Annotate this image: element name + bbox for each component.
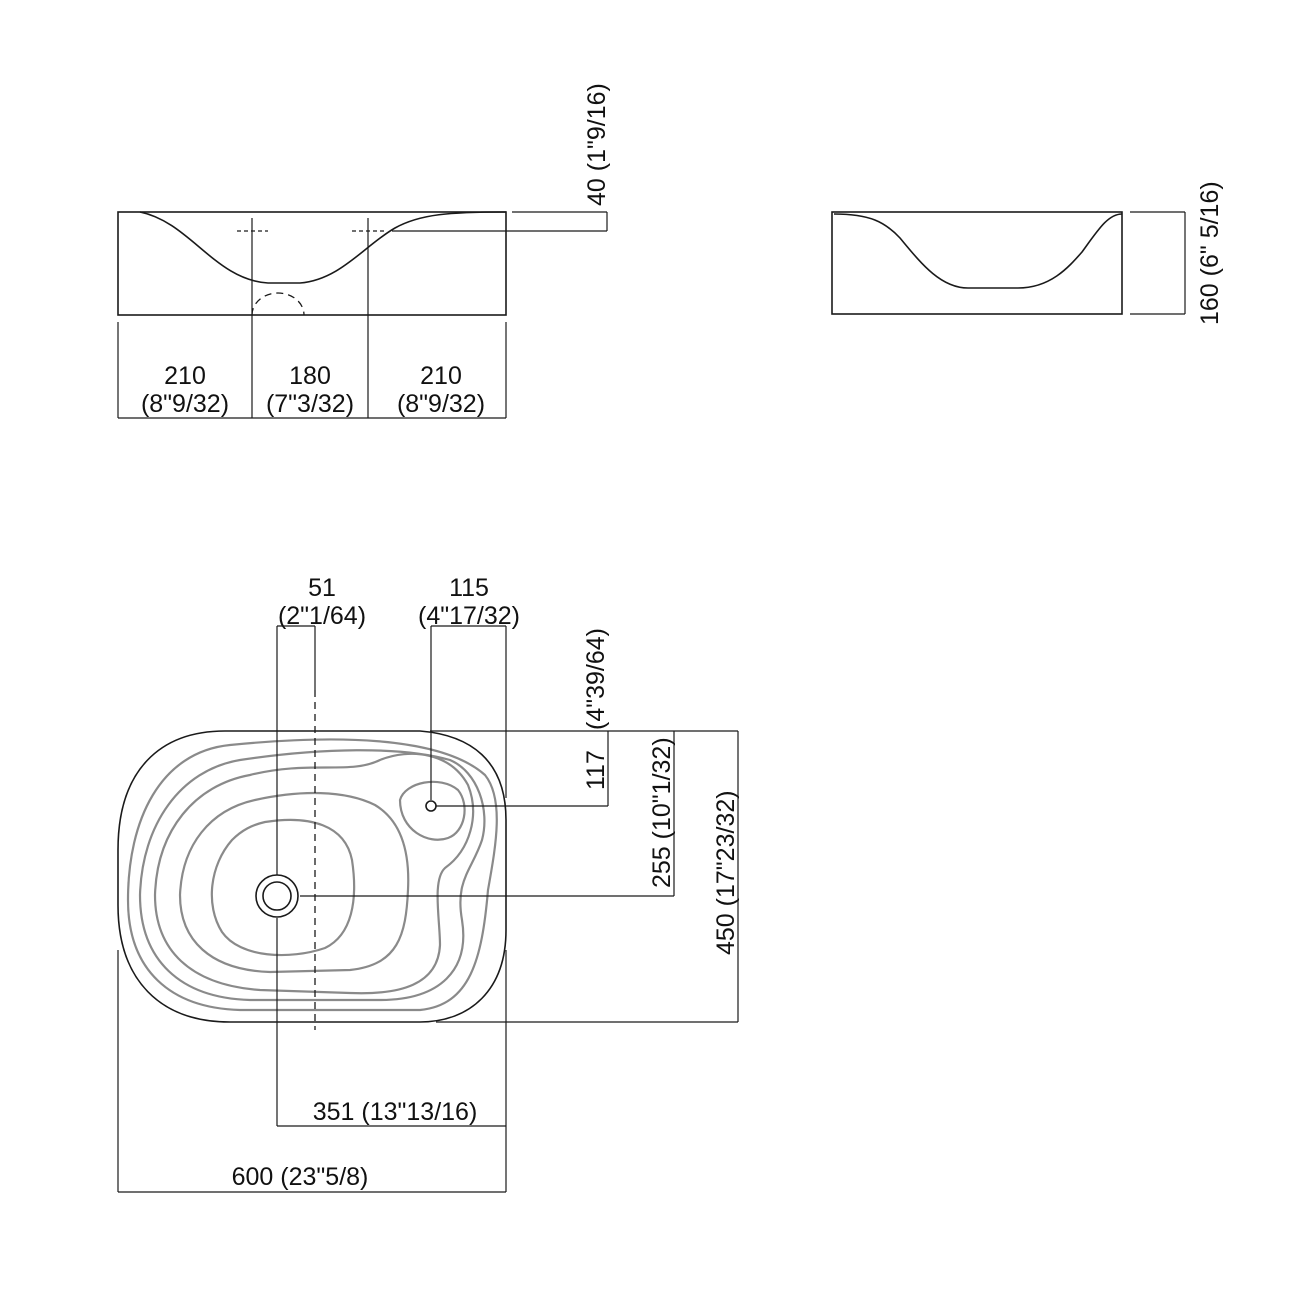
dim-drain-from-right: 351 (13"13/16): [313, 1098, 478, 1126]
dim-drain-depth: 255 (10"1/32): [648, 737, 676, 888]
contour-3: [153, 752, 475, 995]
side-bowl-curve: [833, 213, 1123, 289]
tap-hole: [425, 800, 437, 812]
plan-view: 51 (2"1/64) 115 (4"17/32) (4"39/64) 117 …: [117, 574, 740, 1193]
dim-seg-right-in: (8"9/32): [397, 390, 485, 418]
dim-seg-mid-mm: 180: [289, 362, 331, 390]
dim-tap-offset-mm: 115: [449, 574, 489, 602]
basin-outline: [117, 730, 507, 1023]
contour-5: [210, 818, 356, 957]
tap-hole-marker-right: [352, 218, 384, 245]
tap-recess: [398, 780, 466, 841]
tap-hole-marker-left: [237, 218, 268, 245]
contour-1: [126, 738, 498, 1012]
dim-tap-offset-in: (4"17/32): [418, 602, 520, 630]
dim-drain-offset-mm: 51: [308, 574, 336, 602]
dim-seg-mid-in: (7"3/32): [266, 390, 354, 418]
front-outline: [117, 211, 507, 316]
contour-2: [138, 749, 486, 1002]
drain-inner-ring: [262, 881, 292, 911]
dim-seg-left-mm: 210: [164, 362, 206, 390]
dim-depth-top: 40 (1"9/16): [583, 83, 611, 206]
dim-seg-right-mm: 210: [420, 362, 462, 390]
side-outline: [831, 211, 1123, 315]
dim-total-width: 600 (23"5/8): [232, 1163, 369, 1191]
dim-total-depth: 450 (17"23/32): [712, 790, 740, 955]
dim-seg-left-in: (8"9/32): [141, 390, 229, 418]
front-elevation: 210 (8"9/32) 180 (7"3/32) 210 (8"9/32) 4…: [117, 83, 611, 419]
contour-4: [178, 791, 410, 974]
dim-tap-depth-in: (4"39/64): [582, 628, 610, 730]
dim-tap-depth-mm: 117: [582, 750, 610, 790]
dim-drain-offset-in: (2"1/64): [278, 602, 366, 630]
side-elevation: 160 (6" 5/16): [831, 181, 1224, 325]
front-bowl-curve: [139, 211, 507, 284]
drain-hidden-line: [251, 292, 305, 316]
dim-side-height: 160 (6" 5/16): [1196, 181, 1224, 325]
